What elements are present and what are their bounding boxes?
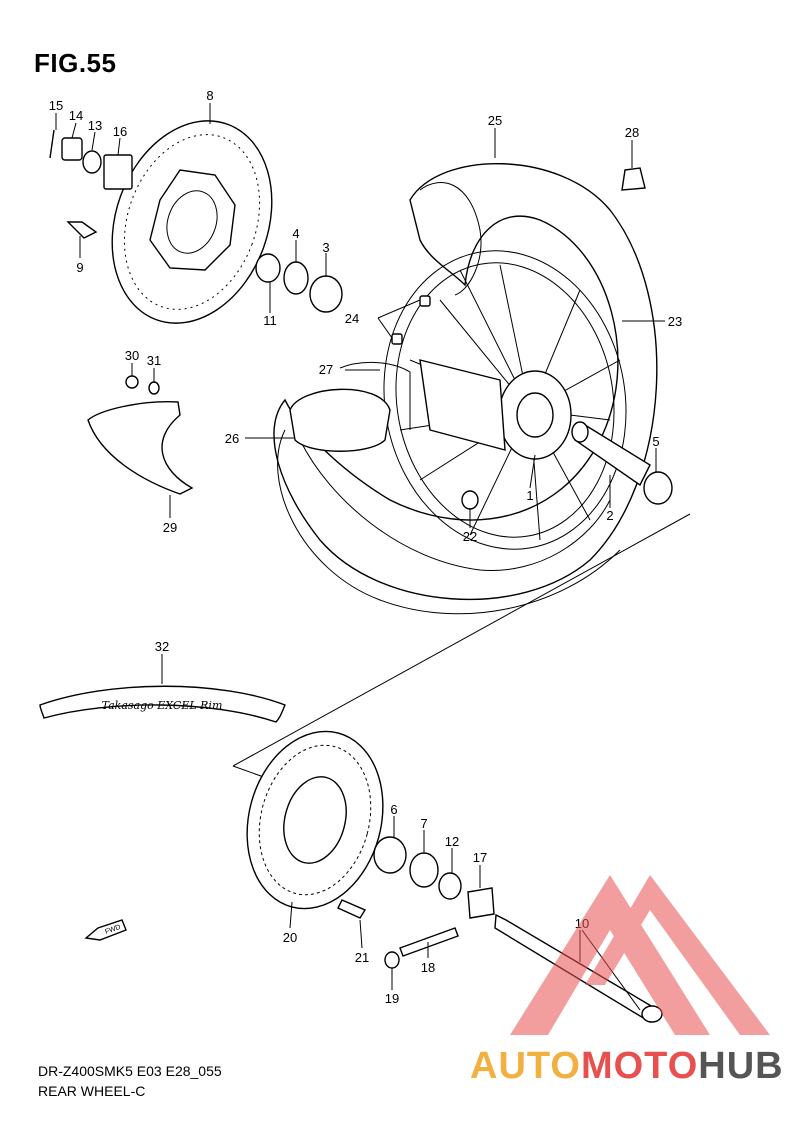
watermark-text: AUTOMOTOHUB (470, 1045, 784, 1088)
callout-12: 12 (445, 834, 459, 849)
callout-26: 26 (225, 431, 239, 446)
disc-hardware (49, 129, 133, 239)
rim-decal: Takasago EXCEL Rim (39, 685, 286, 723)
callout-23: 23 (668, 314, 682, 329)
figure-title: FIG.55 (34, 48, 117, 78)
callout-28: 28 (625, 125, 639, 140)
callout-32: 32 (155, 639, 169, 654)
hub-bearings-right (373, 836, 495, 919)
watermark-triangle-icon (510, 875, 770, 1035)
callout-2: 2 (606, 508, 613, 523)
watermark-word-auto: AUTO (470, 1045, 581, 1087)
callout-1: 1 (526, 488, 533, 503)
callout-7: 7 (420, 816, 427, 831)
callout-25: 25 (488, 113, 502, 128)
callout-4: 4 (292, 226, 299, 241)
callout-9: 9 (76, 260, 83, 275)
callout-14: 14 (69, 108, 83, 123)
valve-cap (621, 167, 646, 191)
rim-decal-text: Takasago EXCEL Rim (102, 699, 223, 712)
callout-11: 11 (263, 313, 277, 328)
disc-guard (87, 375, 194, 495)
callout-31: 31 (147, 353, 161, 368)
rear-sprocket (246, 730, 384, 910)
callout-16: 16 (113, 124, 127, 139)
callout-30: 30 (125, 348, 139, 363)
callout-22: 22 (463, 529, 477, 544)
callout-13: 13 (88, 118, 102, 133)
inner-tube (277, 388, 621, 615)
callout-21: 21 (355, 950, 369, 965)
callout-5: 5 (652, 434, 659, 449)
watermark-word-moto: MOTO (580, 1045, 699, 1087)
wheel-hub (419, 359, 572, 460)
callout-24: 24 (345, 311, 359, 326)
callout-15: 15 (49, 98, 63, 113)
hub-spacer (571, 421, 673, 505)
brake-disc (111, 120, 273, 324)
callout-8: 8 (206, 88, 213, 103)
tire (273, 162, 658, 601)
callout-18: 18 (421, 960, 435, 975)
diagram-name: REAR WHEEL-C (38, 1083, 146, 1099)
callout-19: 19 (385, 991, 399, 1006)
callout-labels: 1 2 3 4 5 6 7 8 9 10 11 12 13 14 15 16 1… (49, 88, 682, 1006)
watermark-word-hub: HUB (698, 1045, 784, 1087)
forward-direction-arrow: FWD (84, 919, 127, 941)
callout-29: 29 (163, 520, 177, 535)
diagram-code: DR-Z400SMK5 E03 E28_055 (38, 1063, 222, 1079)
callout-6: 6 (390, 802, 397, 817)
callout-3: 3 (322, 240, 329, 255)
sprocket-bolts (337, 899, 459, 969)
callout-20: 20 (283, 930, 297, 945)
automotohub-watermark (510, 875, 770, 1035)
hub-bearings-left (255, 253, 343, 313)
callout-17: 17 (473, 850, 487, 865)
rim-band (339, 361, 411, 430)
callout-27: 27 (319, 362, 333, 377)
